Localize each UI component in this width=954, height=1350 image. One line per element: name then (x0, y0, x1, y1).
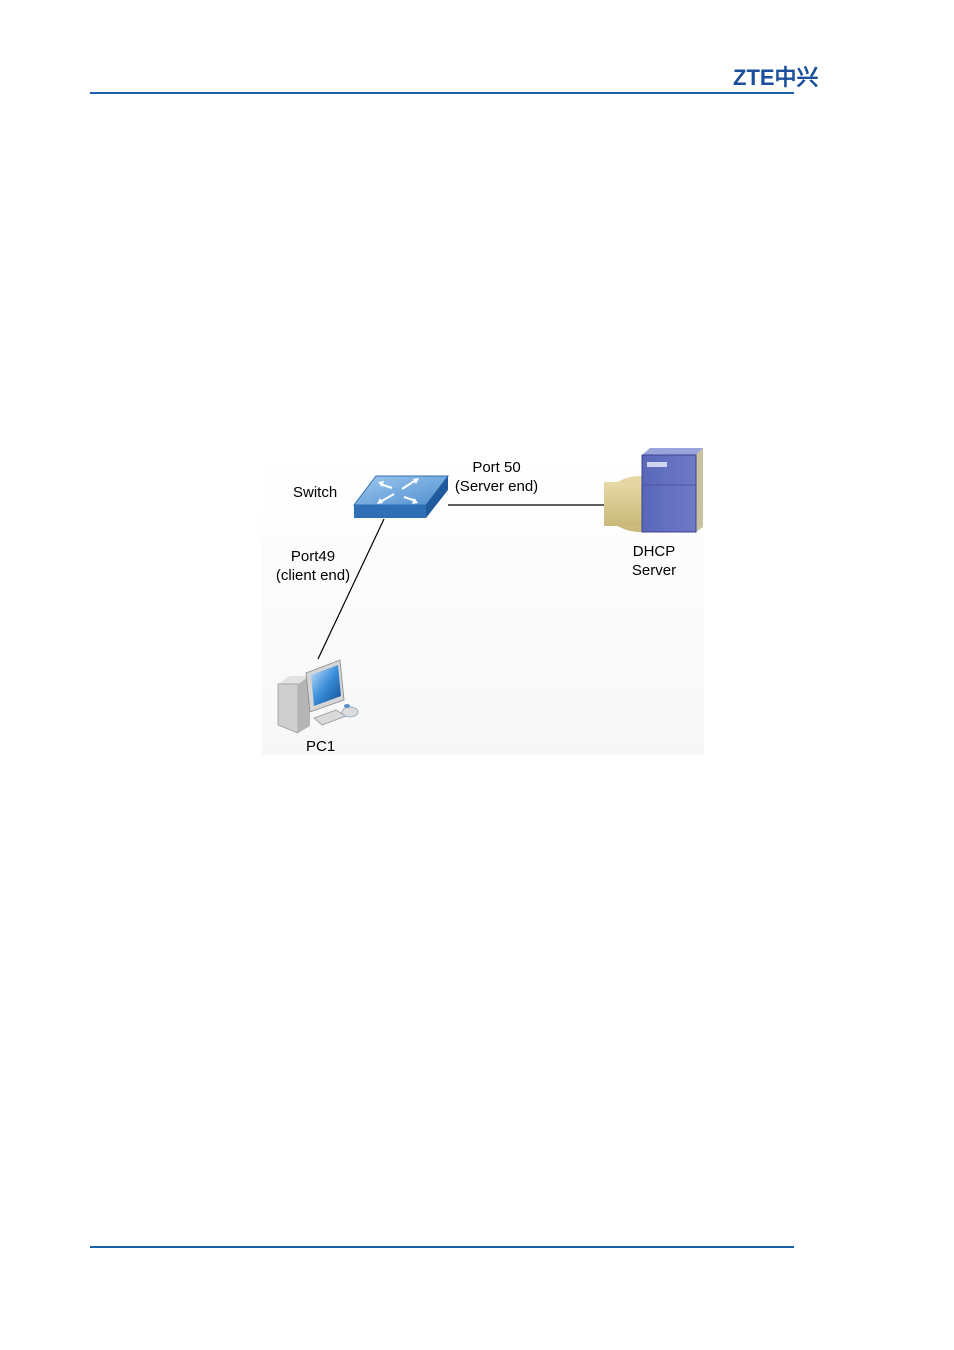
server-label-line2: Server (623, 561, 685, 580)
server-label: DHCP Server (623, 542, 685, 580)
client-link-port-line1: Port49 (269, 547, 357, 566)
link-switch-pc (318, 519, 384, 659)
footer-rule (90, 1246, 794, 1248)
server-link-port-line1: Port 50 (449, 458, 544, 477)
client-link-port-line2: (client end) (269, 566, 357, 585)
client-link-port-label: Port49 (client end) (269, 547, 357, 585)
dhcp-server-icon (604, 448, 703, 532)
server-link-port-line2: (Server end) (449, 477, 544, 496)
pc-label: PC1 (306, 737, 335, 756)
pc-computer-icon (278, 660, 358, 733)
network-switch-icon (354, 476, 448, 518)
switch-label: Switch (293, 483, 337, 502)
server-link-port-label: Port 50 (Server end) (449, 458, 544, 496)
server-label-line1: DHCP (623, 542, 685, 561)
